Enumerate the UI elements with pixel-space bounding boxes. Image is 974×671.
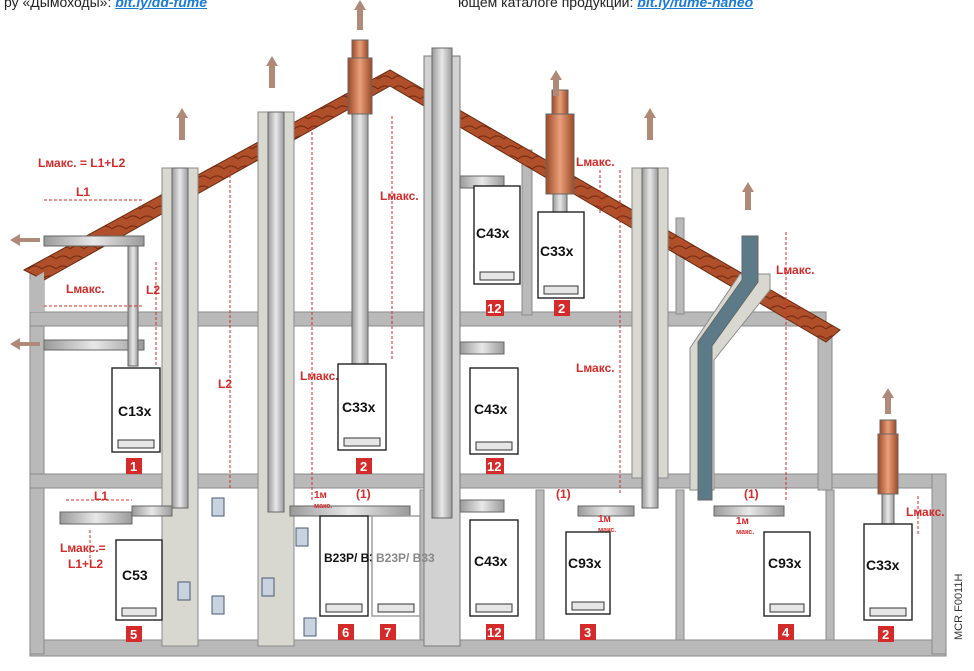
svg-text:5: 5 [130, 627, 137, 642]
header-left: ру «Дымоходы»: bit.ly/dd-fume [4, 0, 207, 10]
boiler-c43x-top: C43x [473, 185, 521, 285]
boiler-c13x: C13x [111, 367, 161, 453]
figure-code: MCR F0011H [953, 574, 965, 640]
svg-text:3: 3 [584, 625, 591, 640]
label-1m-b: 1м [598, 514, 611, 525]
header-left-text: ру «Дымоходы»: [4, 0, 112, 10]
svg-text:C43x: C43x [474, 553, 508, 569]
svg-text:12: 12 [487, 625, 501, 640]
badge-1: 1 [126, 458, 142, 474]
badge-2-mid: 2 [356, 458, 372, 474]
label-lmax-right: Lмакс. [576, 361, 615, 375]
label-l2-top: L2 [146, 283, 160, 297]
svg-text:7: 7 [384, 625, 391, 640]
badge-2-top: 2 [554, 300, 570, 316]
svg-text:C33x: C33x [342, 399, 376, 415]
svg-text:6: 6 [342, 625, 349, 640]
header-right-text: ющем каталоге продукции: [458, 0, 634, 10]
label-l1-top: L1 [76, 185, 90, 199]
svg-text:C33x: C33x [866, 557, 900, 573]
badge-12-bot: 12 [486, 624, 504, 640]
boiler-b23p-7: B23P/ B33 [371, 515, 435, 617]
svg-text:C33x: C33x [540, 243, 574, 259]
label-lmax-top: Lмакс. [66, 282, 105, 296]
label-lmax-angled: Lмакс. [776, 263, 815, 277]
svg-text:2: 2 [360, 459, 367, 474]
roof [22, 69, 841, 343]
label-l2-mid: L2 [218, 377, 232, 391]
boiler-c93x-4: C93x [763, 531, 811, 617]
label-lmax-mid: Lмакс. [300, 369, 339, 383]
label-l1-bottom: L1 [94, 489, 108, 503]
label-1m-a: 1м [314, 490, 327, 501]
badge-7: 7 [380, 624, 396, 640]
label-lmax-outer: Lмакс. [906, 505, 945, 519]
svg-text:1: 1 [130, 459, 137, 474]
text-labels: Lмакс. = L1+L2 L1 L2 Lмакс. L2 Lмакс. Lм… [38, 155, 945, 571]
label-max-a: макс. [314, 503, 332, 510]
boiler-c33x-top: C33x [537, 211, 585, 299]
label-l1-l2: L1+L2 [68, 557, 103, 571]
badge-6: 6 [338, 624, 354, 640]
boiler-c93x-3: C93x [565, 531, 611, 615]
svg-text:12: 12 [487, 301, 501, 316]
svg-text:C93x: C93x [568, 555, 602, 571]
label-lmax-bottom: Lмакс.= [60, 541, 106, 555]
svg-text:2: 2 [558, 301, 565, 316]
label-lmax-col: Lмакс. [380, 189, 419, 203]
boiler-c33x-right: C33x [863, 523, 913, 621]
building-walls [29, 149, 947, 657]
badge-12-mid: 12 [486, 458, 504, 474]
label-note-b: (1) [556, 487, 571, 501]
svg-text:C43x: C43x [476, 225, 510, 241]
header-left-link[interactable]: bit.ly/dd-fume [115, 0, 208, 10]
badge-3: 3 [580, 624, 596, 640]
boiler-c43x-bot: C43x [469, 519, 519, 617]
svg-text:C53: C53 [122, 567, 148, 583]
boiler-c33x-mid: C33x [337, 363, 387, 451]
header-right: ющем каталоге продукции: bit.ly/fume-han… [458, 0, 753, 10]
header-right-link[interactable]: bit.ly/fume-haneo [637, 0, 754, 10]
dimension-lines [44, 112, 919, 560]
svg-text:B23P/ B33: B23P/ B33 [376, 551, 435, 565]
label-lmax-copper: Lмакс. [576, 155, 615, 169]
svg-text:4: 4 [782, 625, 790, 640]
air-vents [177, 497, 317, 637]
label-lmax-sum: Lмакс. = L1+L2 [38, 156, 126, 170]
svg-text:B23P/ B33: B23P/ B33 [324, 551, 383, 565]
svg-text:C13x: C13x [118, 403, 152, 419]
badge-5: 5 [126, 626, 142, 642]
label-max-c: макс. [736, 529, 754, 536]
boiler-c53: C53 [115, 539, 163, 621]
svg-text:C43x: C43x [474, 401, 508, 417]
badge-4: 4 [778, 624, 794, 640]
badge-2-right: 2 [878, 626, 894, 642]
svg-text:C93x: C93x [768, 555, 802, 571]
label-1m-c: 1м [736, 516, 749, 527]
boiler-c43x-mid: C43x [469, 367, 519, 455]
label-max-b: макс. [598, 527, 616, 534]
boiler-b23p-6: B23P/ B33 [319, 515, 383, 617]
flue-pipes [43, 39, 899, 525]
svg-text:2: 2 [882, 627, 889, 642]
label-note-a: (1) [356, 487, 371, 501]
svg-text:12: 12 [487, 459, 501, 474]
badge-12-top: 12 [486, 300, 504, 316]
label-note-c: (1) [744, 487, 759, 501]
flue-arrows [10, 0, 894, 414]
